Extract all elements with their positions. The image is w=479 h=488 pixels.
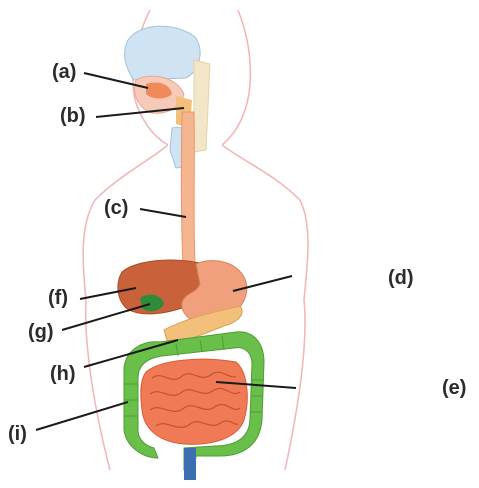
leader-line-i (36, 402, 128, 430)
label-i: (i) (8, 424, 27, 444)
label-c: (c) (104, 198, 128, 218)
nasal-cavity-shape (125, 26, 200, 80)
leader-line-b (96, 108, 184, 117)
label-e: (e) (442, 378, 466, 398)
esophagus-shape (181, 112, 195, 264)
label-b: (b) (60, 106, 86, 126)
rectum-shape (184, 448, 196, 480)
spine-neck (194, 60, 210, 152)
leader-line-c (140, 209, 186, 217)
leader-line-g (62, 304, 150, 330)
label-h: (h) (50, 364, 76, 384)
head-cavity (125, 26, 210, 168)
small-intestine-shape (141, 359, 247, 444)
label-g: (g) (28, 322, 54, 342)
label-d: (d) (388, 268, 414, 288)
label-a: (a) (52, 62, 76, 82)
label-f: (f) (48, 288, 68, 308)
